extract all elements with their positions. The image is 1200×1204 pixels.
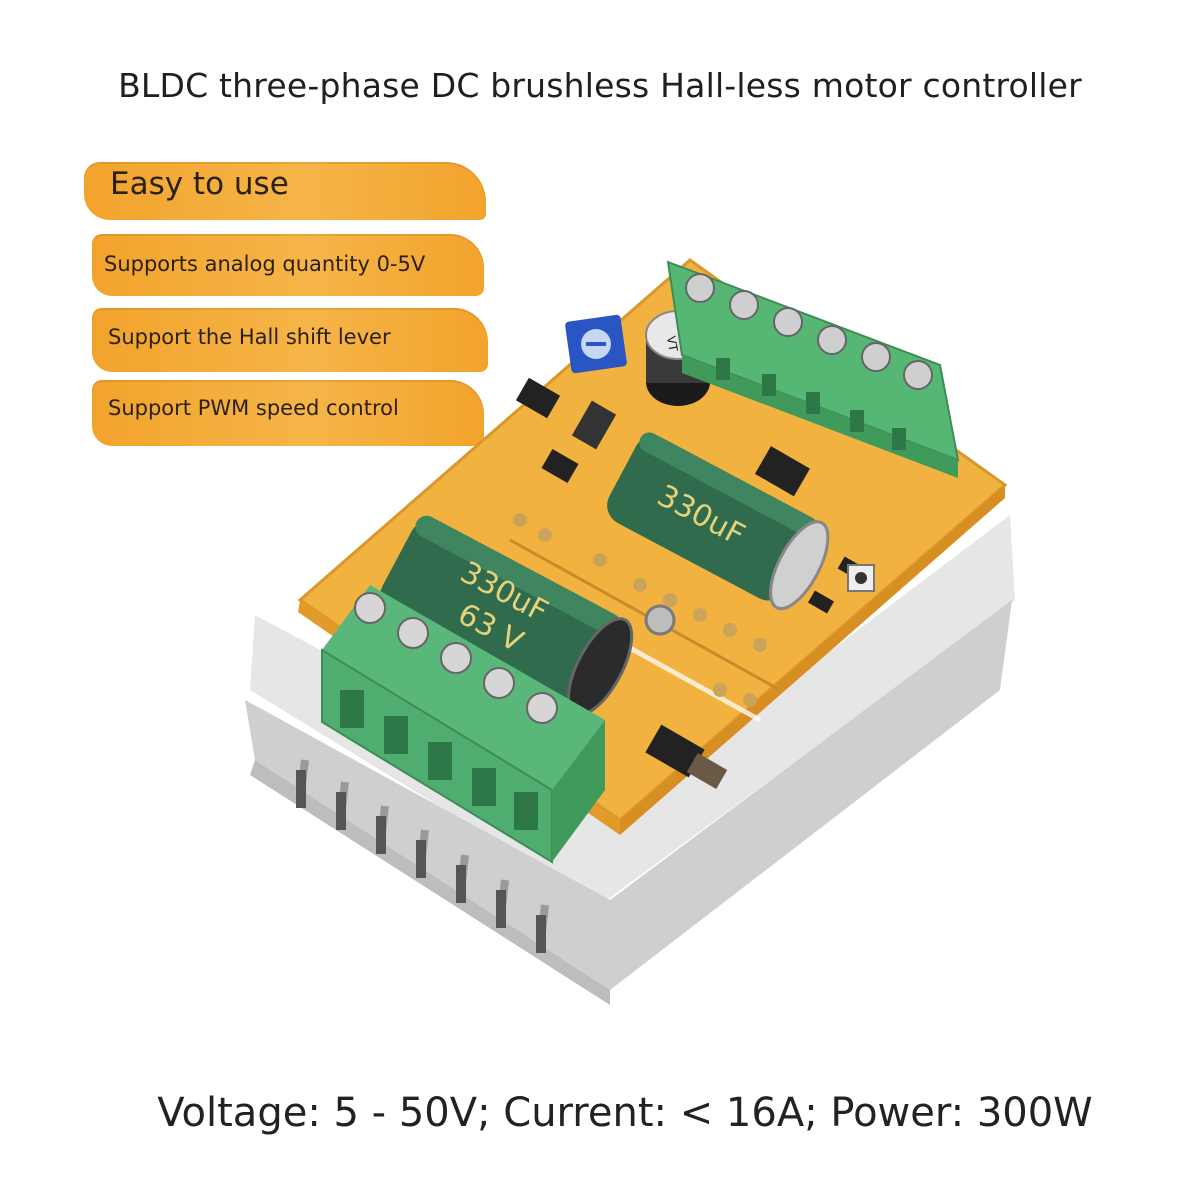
capacitor-330uf-top: 330uF bbox=[607, 432, 830, 611]
feature-hall-shift-lever: Support the Hall shift lever bbox=[108, 325, 391, 349]
feature-easy-to-use: Easy to use bbox=[110, 166, 289, 202]
page-title: BLDC three-phase DC brushless Hall-less … bbox=[118, 66, 1082, 105]
feature-highlight bbox=[84, 162, 486, 220]
terminal-block-top bbox=[666, 260, 960, 478]
specs-line: Voltage: 5 - 50V; Current: < 16A; Power:… bbox=[157, 1090, 1093, 1136]
feature-highlight bbox=[92, 308, 488, 372]
small-cap-label-3: VT bbox=[664, 335, 681, 353]
potentiometer bbox=[565, 314, 627, 374]
feature-analog-input: Supports analog quantity 0-5V bbox=[104, 252, 426, 276]
feature-pwm-speed-control: Support PWM speed control bbox=[108, 396, 399, 420]
feature-highlight bbox=[92, 380, 484, 446]
feature-highlight bbox=[92, 234, 484, 296]
terminal-block-bottom bbox=[321, 585, 605, 864]
